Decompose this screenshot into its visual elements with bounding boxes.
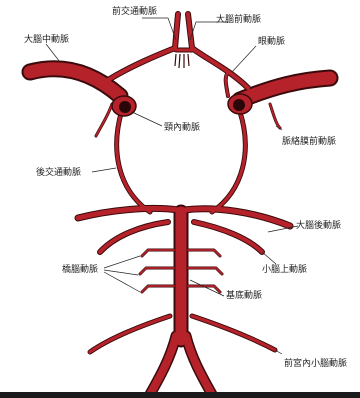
label-posterior-communicating: 後交通動脈	[36, 166, 81, 178]
superior-cerebellar-artery-left	[100, 222, 168, 252]
label-anterior-communicating: 前交通動脈	[112, 5, 157, 17]
label-basilar: 基底動脈	[226, 289, 262, 301]
bottom-border	[0, 392, 360, 398]
label-pontine: 橋腦動脈	[62, 263, 98, 275]
anterior-cerebral-artery-left	[105, 14, 178, 82]
label-superior-cerebellar: 小腦上動脈	[262, 263, 307, 275]
label-anterior-inferior-cerebellar: 前宮內小腦動脈	[284, 357, 347, 369]
label-anterior-cerebral: 大腦前動脈	[216, 13, 261, 25]
label-internal-carotid: 頸內動脈	[164, 121, 200, 133]
label-posterior-cerebral: 大腦後動脈	[296, 219, 341, 231]
anterior-perforators	[175, 54, 189, 68]
label-ophthalmic: 眼動脈	[258, 35, 285, 47]
label-middle-cerebral: 大腦中動脈	[24, 33, 69, 45]
internal-carotid-right-lumen	[233, 99, 245, 111]
label-anterior-choroidal: 脈絡膜前動脈	[282, 135, 336, 147]
superior-cerebellar-artery-right	[194, 222, 262, 252]
internal-carotid-left-lumen	[119, 101, 131, 113]
